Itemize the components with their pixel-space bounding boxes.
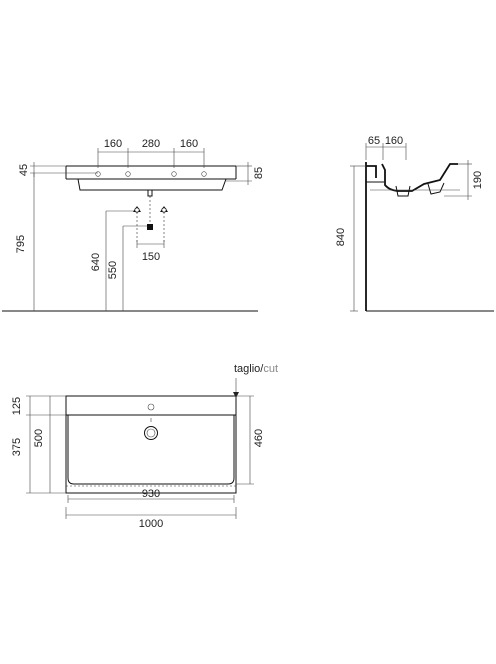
- waste-outlet-symbol: [147, 224, 153, 230]
- dim-550-lines: [122, 225, 150, 311]
- inner-bowl: [67, 415, 235, 485]
- cut-label: taglio/cut: [234, 363, 278, 375]
- dim-160-right: 160: [180, 138, 198, 150]
- dim-1000: 1000: [139, 518, 163, 530]
- construction-lines: [136, 196, 165, 244]
- top-view: taglio/cut 125 375 500 460 930: [11, 363, 278, 530]
- dim-45-lines: [30, 162, 98, 177]
- tap-holes: [95, 171, 207, 177]
- dim-375: 375: [11, 438, 23, 456]
- dim-150: 150: [142, 251, 160, 263]
- dim-1000-lines: [65, 507, 237, 519]
- dim-280: 280: [142, 138, 160, 150]
- supply-valve-left: [133, 206, 141, 213]
- tap-hole-top: [147, 403, 155, 411]
- basin-section: [366, 163, 460, 197]
- supply-valve-right: [160, 206, 168, 213]
- dim-840: 840: [335, 228, 347, 246]
- dim-500: 500: [33, 429, 45, 447]
- dim-930: 930: [142, 488, 160, 500]
- dim-150-lines: [136, 240, 165, 248]
- drain-top: [144, 418, 158, 440]
- dim-840-lines: [350, 165, 366, 312]
- dim-640-lines: [105, 210, 137, 311]
- basin-front-outline: [65, 165, 237, 197]
- cut-label-it: taglio/: [234, 363, 264, 375]
- dim-640: 640: [90, 253, 102, 271]
- dim-85-lines: [226, 162, 252, 185]
- dim-550: 550: [107, 261, 119, 279]
- dim-85: 85: [253, 167, 265, 179]
- dim-left-chain-lines: [26, 395, 66, 494]
- dim-45: 45: [18, 164, 30, 176]
- dim-190-lines: [444, 160, 472, 200]
- dim-65: 65: [368, 135, 380, 147]
- dim-125: 125: [11, 397, 23, 415]
- dim-190: 190: [472, 171, 484, 189]
- dim-460: 460: [253, 429, 265, 447]
- dim-795: 795: [15, 235, 27, 253]
- cut-label-en: cut: [263, 363, 278, 375]
- dim-930-lines: [67, 495, 235, 503]
- dim-top-chain: [97, 148, 205, 168]
- front-view: 160 280 160 45 85 795 640 5: [2, 138, 265, 312]
- side-view: 65 160 190 840: [335, 135, 494, 312]
- dim-side-top-lines: [365, 143, 407, 160]
- dim-460-lines: [236, 395, 254, 485]
- basin-top-outline: [65, 395, 237, 494]
- dim-160-left: 160: [104, 138, 122, 150]
- dim-160-side: 160: [385, 135, 403, 147]
